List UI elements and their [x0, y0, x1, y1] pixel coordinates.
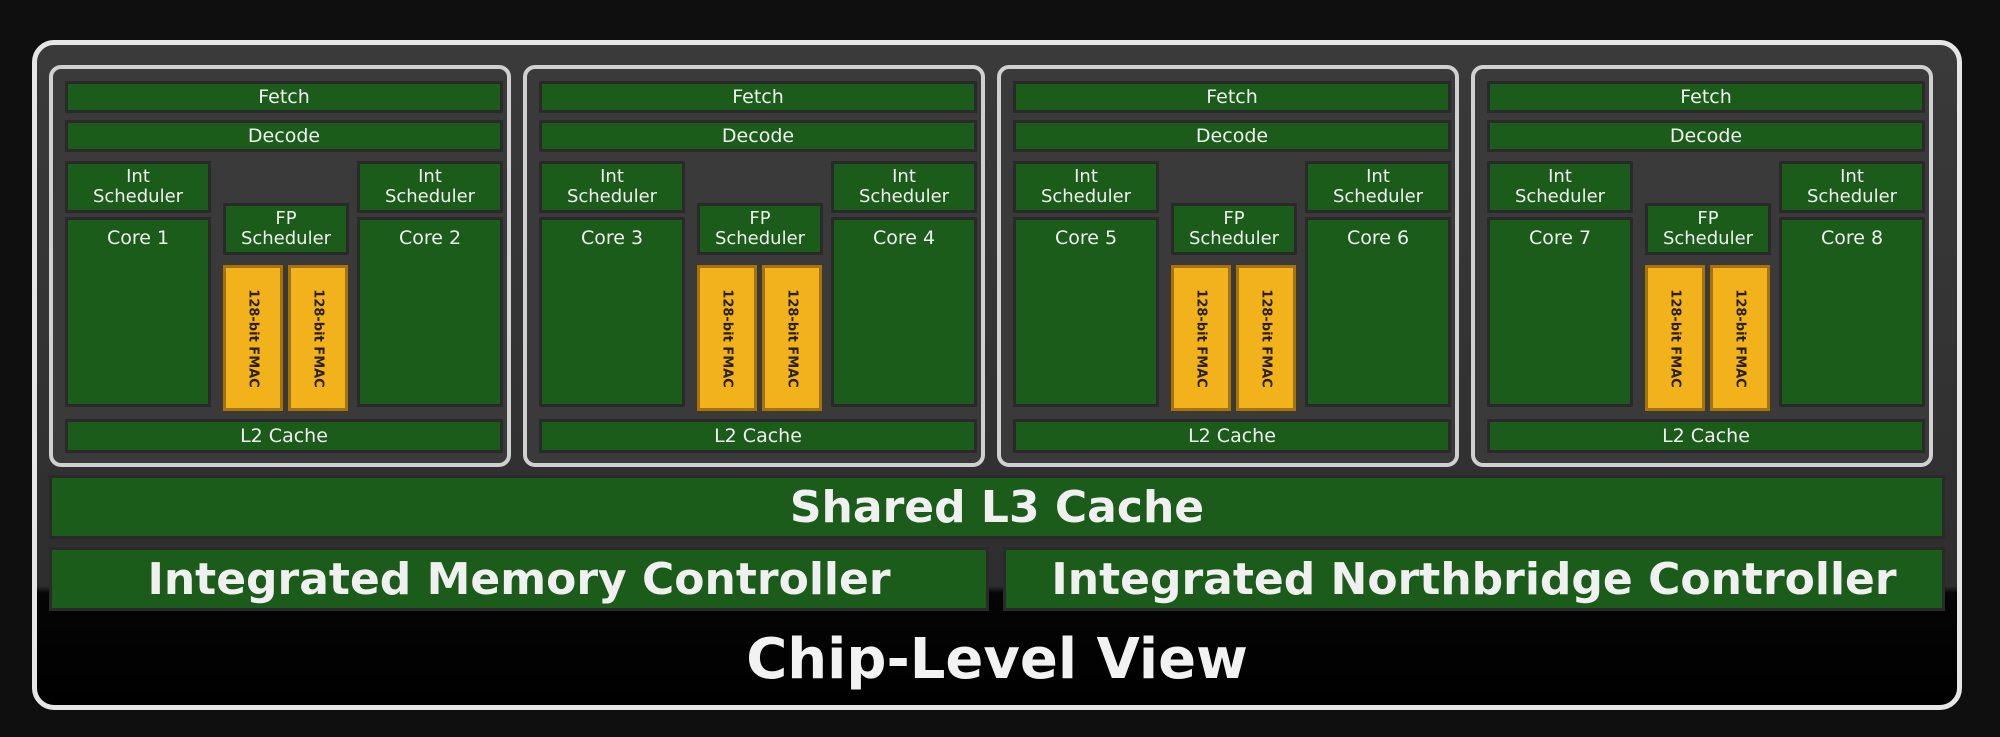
fmac-unit: 128-bit FMAC — [697, 265, 757, 411]
diagram-title: Chip-Level View — [746, 626, 1248, 692]
fmac-unit: 128-bit FMAC — [1710, 265, 1770, 411]
int-scheduler-left: Int Scheduler — [539, 161, 685, 213]
integrated-memory-controller: Integrated Memory Controller — [49, 547, 989, 611]
fmac-unit: 128-bit FMAC — [1236, 265, 1296, 411]
fp-scheduler: FP Scheduler — [1645, 203, 1771, 255]
l2-cache: L2 Cache — [65, 419, 503, 453]
int-scheduler-right: Int Scheduler — [1779, 161, 1925, 213]
core-right: Core 8 — [1779, 217, 1925, 407]
fmac-unit: 128-bit FMAC — [762, 265, 822, 411]
int-scheduler-left: Int Scheduler — [1013, 161, 1159, 213]
int-scheduler-right: Int Scheduler — [1305, 161, 1451, 213]
fetch-block: Fetch — [539, 81, 977, 113]
fmac-unit: 128-bit FMAC — [1645, 265, 1705, 411]
core-left: Core 3 — [539, 217, 685, 407]
fmac-label: 128-bit FMAC — [719, 288, 735, 388]
fmac-label: 128-bit FMAC — [245, 288, 261, 388]
int-scheduler-right: Int Scheduler — [357, 161, 503, 213]
fmac-label: 128-bit FMAC — [1258, 288, 1274, 388]
core-left: Core 5 — [1013, 217, 1159, 407]
decode-block: Decode — [65, 120, 503, 152]
fmac-label: 128-bit FMAC — [784, 288, 800, 388]
core-left: Core 1 — [65, 217, 211, 407]
fetch-block: Fetch — [1487, 81, 1925, 113]
fp-scheduler: FP Scheduler — [1171, 203, 1297, 255]
integrated-northbridge-controller: Integrated Northbridge Controller — [1003, 547, 1945, 611]
decode-block: Decode — [1013, 120, 1451, 152]
fp-scheduler: FP Scheduler — [697, 203, 823, 255]
int-scheduler-right: Int Scheduler — [831, 161, 977, 213]
fmac-label: 128-bit FMAC — [1193, 288, 1209, 388]
core-right: Core 4 — [831, 217, 977, 407]
fetch-block: Fetch — [1013, 81, 1451, 113]
fetch-block: Fetch — [65, 81, 503, 113]
fmac-unit: 128-bit FMAC — [288, 265, 348, 411]
int-scheduler-left: Int Scheduler — [1487, 161, 1633, 213]
core-right: Core 6 — [1305, 217, 1451, 407]
int-scheduler-left: Int Scheduler — [65, 161, 211, 213]
core-right: Core 2 — [357, 217, 503, 407]
fmac-unit: 128-bit FMAC — [1171, 265, 1231, 411]
l2-cache: L2 Cache — [1013, 419, 1451, 453]
decode-block: Decode — [1487, 120, 1925, 152]
fmac-unit: 128-bit FMAC — [223, 265, 283, 411]
fmac-label: 128-bit FMAC — [1732, 288, 1748, 388]
l2-cache: L2 Cache — [1487, 419, 1925, 453]
fmac-label: 128-bit FMAC — [310, 288, 326, 388]
shared-l3-cache: Shared L3 Cache — [49, 475, 1945, 539]
l2-cache: L2 Cache — [539, 419, 977, 453]
core-left: Core 7 — [1487, 217, 1633, 407]
fmac-label: 128-bit FMAC — [1667, 288, 1683, 388]
fp-scheduler: FP Scheduler — [223, 203, 349, 255]
decode-block: Decode — [539, 120, 977, 152]
